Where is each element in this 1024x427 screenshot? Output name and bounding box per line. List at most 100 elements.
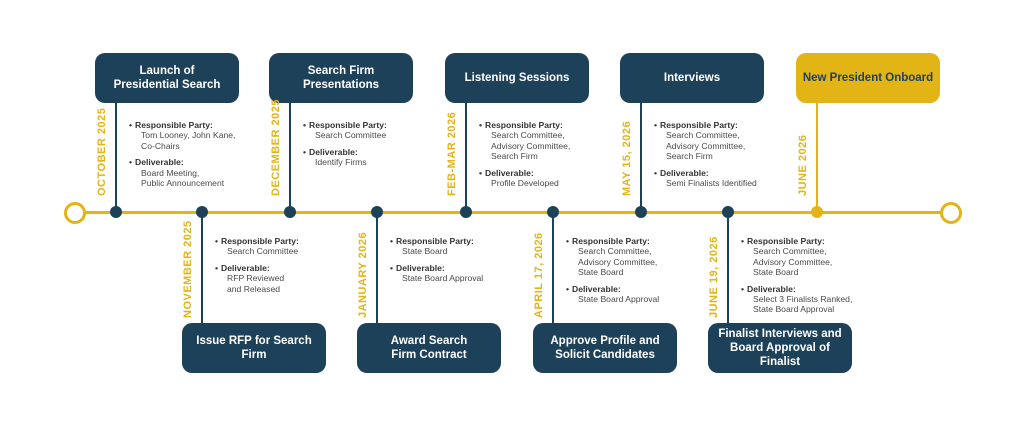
milestone-title: Issue RFP for Search Firm	[196, 335, 312, 361]
responsible-party-label: Responsible Party:	[485, 120, 563, 130]
milestone-box: Launch of Presidential Search	[95, 53, 239, 103]
bullet: •	[129, 120, 133, 130]
responsible-party-group: •Responsible Party:State Board	[390, 236, 541, 257]
milestone-marker	[722, 206, 734, 218]
milestone-marker	[371, 206, 383, 218]
responsible-party-label: Responsible Party:	[309, 120, 387, 130]
deliverable-label: Deliverable:	[309, 146, 358, 157]
bullet: •	[215, 262, 219, 273]
milestone-date: OCTOBER 2025	[96, 107, 108, 196]
milestone-connector	[465, 100, 467, 212]
milestone-title: Interviews	[663, 72, 721, 84]
bullet: •	[303, 120, 307, 130]
milestone-title: Finalist Interviews and Board Approval o…	[718, 328, 842, 368]
bullet: •	[390, 262, 394, 273]
milestone-box: Approve Profile and Solicit Candidates	[533, 323, 677, 373]
responsible-party-group: •Responsible Party:Search Committee, Adv…	[741, 236, 892, 278]
milestone-title: Approve Profile and Solicit Candidates	[550, 335, 660, 361]
responsible-party-group: •Responsible Party:Search Committee	[215, 236, 366, 257]
milestone-marker	[635, 206, 647, 218]
milestone-title: Launch of Presidential Search	[113, 65, 221, 91]
timeline-start-circle	[64, 202, 86, 224]
bullet: •	[303, 146, 307, 157]
milestone-box: Award Search Firm Contract	[357, 323, 501, 373]
milestone-box: Listening Sessions	[445, 53, 589, 103]
milestone-marker	[110, 206, 122, 218]
timeline-end-circle	[940, 202, 962, 224]
milestone-date: NOVEMBER 2025	[182, 220, 194, 318]
deliverable-value: Semi Finalists Identified	[666, 178, 757, 189]
deliverable-value: Identify Firms	[315, 157, 367, 168]
responsible-party-value: Search Committee, Advisory Committee, Se…	[666, 130, 746, 162]
responsible-party-label: Responsible Party:	[135, 120, 213, 130]
deliverable-group: •Deliverable:RFP Reviewed and Released	[215, 262, 366, 294]
deliverable-group: •Deliverable:State Board Approval	[390, 262, 541, 284]
milestone-date: MAY 15, 2026	[621, 120, 633, 196]
deliverable-value: Board Meeting, Public Announcement	[141, 167, 225, 189]
milestone-box: Finalist Interviews and Board Approval o…	[708, 323, 852, 373]
milestone-date: JANUARY 2026	[357, 231, 369, 318]
milestone-connector	[552, 212, 554, 324]
milestone-details: •Responsible Party:Search Committee, Adv…	[479, 120, 630, 194]
milestone-marker	[284, 206, 296, 218]
milestone-title: Search Firm Presentations	[302, 65, 380, 91]
deliverable-label: Deliverable:	[572, 283, 621, 294]
timeline-axis	[84, 211, 940, 214]
responsible-party-label: Responsible Party:	[572, 236, 650, 246]
deliverable-value: Select 3 Finalists Ranked, State Board A…	[753, 294, 853, 315]
bullet: •	[741, 283, 745, 294]
milestone-date: JUNE 19, 2026	[708, 236, 720, 318]
deliverable-label: Deliverable:	[485, 167, 534, 178]
responsible-party-label: Responsible Party:	[660, 120, 738, 130]
milestone-connector	[115, 100, 117, 212]
responsible-party-label: Responsible Party:	[747, 236, 825, 246]
milestone-details: •Responsible Party:Search Committee•Deli…	[215, 236, 366, 300]
milestone-connector	[201, 212, 203, 324]
milestone-connector	[376, 212, 378, 324]
milestone-marker	[811, 206, 823, 218]
responsible-party-group: •Responsible Party:Search Committee, Adv…	[566, 236, 717, 278]
deliverable-group: •Deliverable:Semi Finalists Identified	[654, 167, 805, 189]
milestone-box: Interviews	[620, 53, 764, 103]
milestone-date: DECEMBER 2025	[270, 99, 282, 196]
bullet: •	[479, 167, 483, 178]
responsible-party-value: Search Committee, Advisory Committee, St…	[578, 246, 658, 278]
bullet: •	[479, 120, 483, 130]
bullet: •	[566, 236, 570, 246]
responsible-party-value: Search Committee	[227, 246, 299, 257]
responsible-party-value: State Board	[402, 246, 448, 257]
deliverable-label: Deliverable:	[747, 283, 796, 294]
milestone-title: Listening Sessions	[464, 72, 570, 84]
milestone-date: APRIL 17, 2026	[533, 232, 545, 318]
responsible-party-value: Search Committee, Advisory Committee, Se…	[491, 130, 571, 162]
responsible-party-group: •Responsible Party:Tom Looney, John Kane…	[129, 120, 280, 151]
milestone-details: •Responsible Party:Search Committee, Adv…	[741, 236, 892, 321]
bullet: •	[654, 120, 658, 130]
milestone-details: •Responsible Party:Search Committee, Adv…	[566, 236, 717, 310]
milestone-connector	[289, 100, 291, 212]
milestone-connector	[640, 100, 642, 212]
deliverable-label: Deliverable:	[660, 167, 709, 178]
milestone-details: •Responsible Party:State Board•Deliverab…	[390, 236, 541, 290]
milestone-date: JUNE 2026	[797, 134, 809, 196]
milestone-title: New President Onboard	[802, 72, 934, 84]
responsible-party-value: Search Committee	[315, 130, 387, 141]
milestone-box: New President Onboard	[796, 53, 940, 103]
deliverable-value: RFP Reviewed and Released	[227, 273, 285, 294]
milestone-connector	[727, 212, 729, 324]
milestone-box: Search Firm Presentations	[269, 53, 413, 103]
milestone-connector	[816, 100, 818, 212]
responsible-party-label: Responsible Party:	[396, 236, 474, 246]
bullet: •	[215, 236, 219, 246]
milestone-date: FEB-MAR 2026	[446, 111, 458, 196]
responsible-party-value: Tom Looney, John Kane, Co-Chairs	[141, 130, 236, 151]
milestone-title: Award Search Firm Contract	[390, 335, 468, 361]
deliverable-group: •Deliverable:Board Meeting, Public Annou…	[129, 157, 280, 189]
deliverable-group: •Deliverable:State Board Approval	[566, 283, 717, 305]
milestone-details: •Responsible Party:Search Committee, Adv…	[654, 120, 805, 194]
deliverable-group: •Deliverable:Profile Developed	[479, 167, 630, 189]
deliverable-label: Deliverable:	[221, 262, 270, 273]
bullet: •	[654, 167, 658, 178]
deliverable-group: •Deliverable:Identify Firms	[303, 146, 454, 168]
